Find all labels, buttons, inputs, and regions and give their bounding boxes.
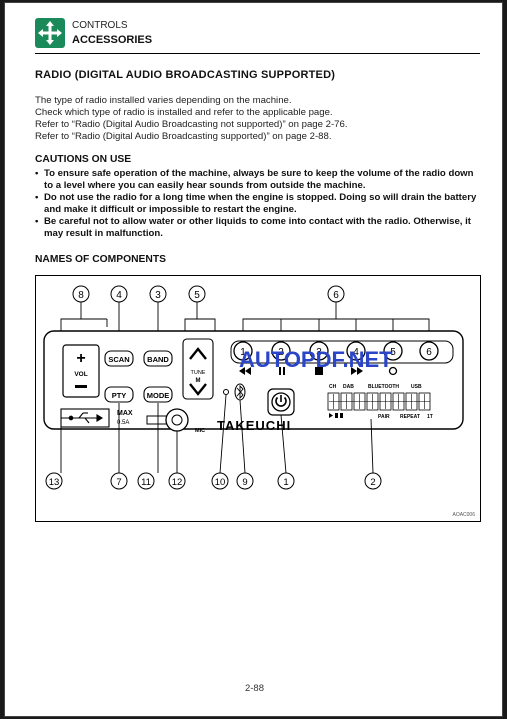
svg-text:PTY: PTY bbox=[112, 391, 127, 400]
svg-text:PAIR: PAIR bbox=[378, 414, 390, 420]
preset-1-button[interactable] bbox=[233, 341, 253, 361]
previous-icon bbox=[239, 367, 245, 375]
header-category: CONTROLS bbox=[72, 20, 128, 31]
figure-code: AOAC006 bbox=[452, 512, 475, 518]
svg-text:9: 9 bbox=[242, 477, 247, 488]
svg-text:10: 10 bbox=[215, 477, 226, 488]
svg-text:BLUETOOTH: BLUETOOTH bbox=[368, 384, 399, 390]
svg-text:MODE: MODE bbox=[147, 391, 170, 400]
svg-text:2: 2 bbox=[278, 347, 284, 358]
scan-button[interactable] bbox=[104, 350, 134, 367]
lcd-display: CH DAB BLUETOOTH USB bbox=[327, 384, 433, 420]
repeat-icon bbox=[388, 366, 398, 376]
caution-item: Do not use the radio for a long time whe… bbox=[35, 192, 485, 216]
svg-text:DAB: DAB bbox=[343, 384, 354, 390]
stop-icon bbox=[315, 367, 323, 375]
tune-down-icon bbox=[189, 383, 207, 396]
svg-text:12: 12 bbox=[172, 477, 183, 488]
callout-4 bbox=[110, 285, 128, 303]
svg-text:SCAN: SCAN bbox=[108, 355, 129, 364]
caution-item: Be careful not to allow water or other l… bbox=[35, 216, 485, 240]
svg-text:4: 4 bbox=[353, 347, 359, 358]
svg-text:7: 7 bbox=[116, 477, 121, 488]
power-icon bbox=[275, 396, 287, 407]
callout-6 bbox=[327, 285, 345, 303]
callout-10 bbox=[211, 472, 229, 490]
volume-rocker[interactable] bbox=[62, 344, 100, 398]
page-number: 2-88 bbox=[244, 683, 264, 694]
cautions-list: To ensure safe operation of the machine,… bbox=[35, 168, 485, 241]
callout-13 bbox=[45, 472, 63, 490]
pause-icon bbox=[279, 367, 281, 375]
next-icon bbox=[351, 367, 357, 375]
callout-9 bbox=[236, 472, 254, 490]
controls-arrows-icon bbox=[35, 18, 65, 48]
intro-line: Refer to “Radio (Digital Audio Broadcast… bbox=[35, 119, 348, 131]
preset-5-button[interactable] bbox=[383, 341, 403, 361]
svg-text:M: M bbox=[196, 378, 201, 384]
brand-logo: TAKEUCHI bbox=[217, 418, 291, 433]
tune-up-icon bbox=[189, 347, 207, 360]
svg-text:13: 13 bbox=[49, 477, 60, 488]
radio-diagram: + VOL SCAN BAND PTY MODE TUNE M bbox=[35, 275, 481, 522]
header-divider bbox=[35, 53, 480, 54]
svg-text:1: 1 bbox=[240, 347, 246, 358]
callout-7 bbox=[110, 472, 128, 490]
page-header: CONTROLS ACCESSORIES bbox=[35, 17, 480, 54]
svg-text:5: 5 bbox=[194, 290, 200, 301]
svg-text:1: 1 bbox=[283, 477, 288, 488]
svg-text:5: 5 bbox=[390, 347, 396, 358]
media-control-icons bbox=[239, 366, 398, 376]
svg-text:MAX: MAX bbox=[117, 410, 133, 417]
preset-4-button[interactable] bbox=[346, 341, 366, 361]
watermark: AUTOPDF.NET bbox=[239, 347, 393, 372]
svg-text:8: 8 bbox=[78, 290, 84, 301]
callout-12 bbox=[168, 472, 186, 490]
mode-button[interactable] bbox=[143, 386, 173, 403]
callout-1 bbox=[277, 472, 295, 490]
cautions-heading: CAUTIONS ON USE bbox=[35, 154, 132, 165]
indicator-lamp bbox=[223, 389, 229, 395]
preset-2-button[interactable] bbox=[271, 341, 291, 361]
callout-2 bbox=[364, 472, 382, 490]
svg-text:11: 11 bbox=[141, 477, 151, 488]
intro-line: The type of radio installed varies depen… bbox=[35, 95, 292, 106]
svg-text:3: 3 bbox=[316, 347, 322, 358]
section-title: RADIO (DIGITAL AUDIO BROADCASTING SUPPOR… bbox=[35, 69, 336, 81]
preset-6-button[interactable] bbox=[419, 341, 439, 361]
callout-3 bbox=[149, 285, 167, 303]
svg-text:0.5A: 0.5A bbox=[117, 420, 129, 426]
caution-item: To ensure safe operation of the machine,… bbox=[35, 168, 485, 192]
svg-text:+: + bbox=[76, 350, 85, 367]
intro-line: Check which type of radio is installed a… bbox=[35, 107, 333, 119]
svg-text:3: 3 bbox=[155, 290, 161, 301]
svg-text:6: 6 bbox=[426, 347, 432, 358]
svg-text:TUNE: TUNE bbox=[191, 370, 206, 376]
svg-text:USB: USB bbox=[411, 384, 422, 390]
svg-text:1T: 1T bbox=[427, 414, 433, 420]
manual-page: CONTROLS ACCESSORIES RADIO (DIGITAL AUDI… bbox=[4, 2, 503, 717]
header-subcategory: ACCESSORIES bbox=[72, 34, 153, 46]
svg-text:REPEAT: REPEAT bbox=[400, 414, 420, 420]
intro-line: Refer to “Radio (Digital Audio Broadcast… bbox=[35, 131, 332, 143]
intro-paragraph: The type of radio installed varies depen… bbox=[35, 95, 485, 143]
callout-5 bbox=[188, 285, 206, 303]
band-button[interactable] bbox=[143, 350, 173, 367]
vol-label: VOL bbox=[74, 371, 87, 378]
svg-text:MIC: MIC bbox=[195, 428, 205, 434]
svg-text:BAND: BAND bbox=[147, 355, 169, 364]
callout-8 bbox=[72, 285, 90, 303]
callout-11 bbox=[137, 472, 155, 490]
svg-text:CH: CH bbox=[329, 384, 337, 390]
preset-buttons: 1 2 3 4 5 6 bbox=[230, 340, 454, 376]
preset-3-button[interactable] bbox=[309, 341, 329, 361]
svg-text:4: 4 bbox=[116, 290, 122, 301]
svg-text:6: 6 bbox=[333, 290, 339, 301]
components-heading: NAMES OF COMPONENTS bbox=[35, 254, 167, 265]
svg-text:2: 2 bbox=[370, 477, 375, 488]
pty-button[interactable] bbox=[104, 386, 134, 403]
